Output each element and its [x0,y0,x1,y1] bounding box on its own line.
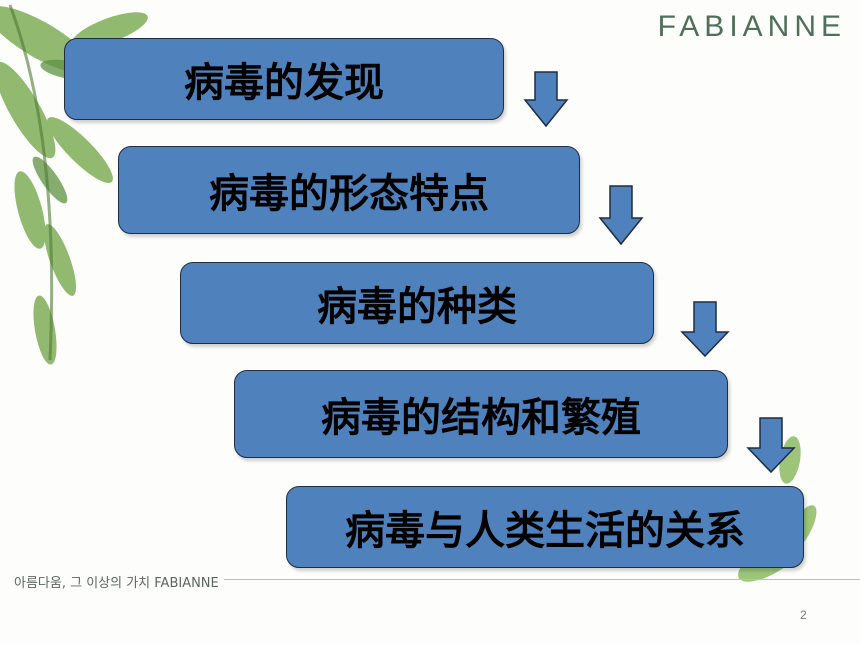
step-label: 病毒的发现 [184,60,384,106]
step-label: 病毒的结构和繁殖 [321,395,641,441]
footer-divider [224,579,860,580]
step-box-4: 病毒的结构和繁殖 [234,370,728,458]
down-arrow-icon [523,71,569,128]
step-box-1: 病毒的发现 [64,38,504,120]
down-arrow-icon [680,301,730,358]
step-box-3: 病毒的种类 [180,262,654,344]
down-arrow-icon [746,417,796,474]
step-box-2: 病毒的形态特点 [118,146,580,234]
step-label: 病毒的形态特点 [209,171,489,217]
brand-logo: FABIANNE [657,10,846,43]
step-label: 病毒与人类生活的关系 [345,508,745,554]
step-box-5: 病毒与人类生活的关系 [286,486,804,568]
step-label: 病毒的种类 [317,284,517,330]
footer-tagline: 아름다움, 그 이상의 가치 FABIANNE [14,576,219,591]
page-number: 2 [800,608,807,622]
down-arrow-icon [598,185,644,246]
